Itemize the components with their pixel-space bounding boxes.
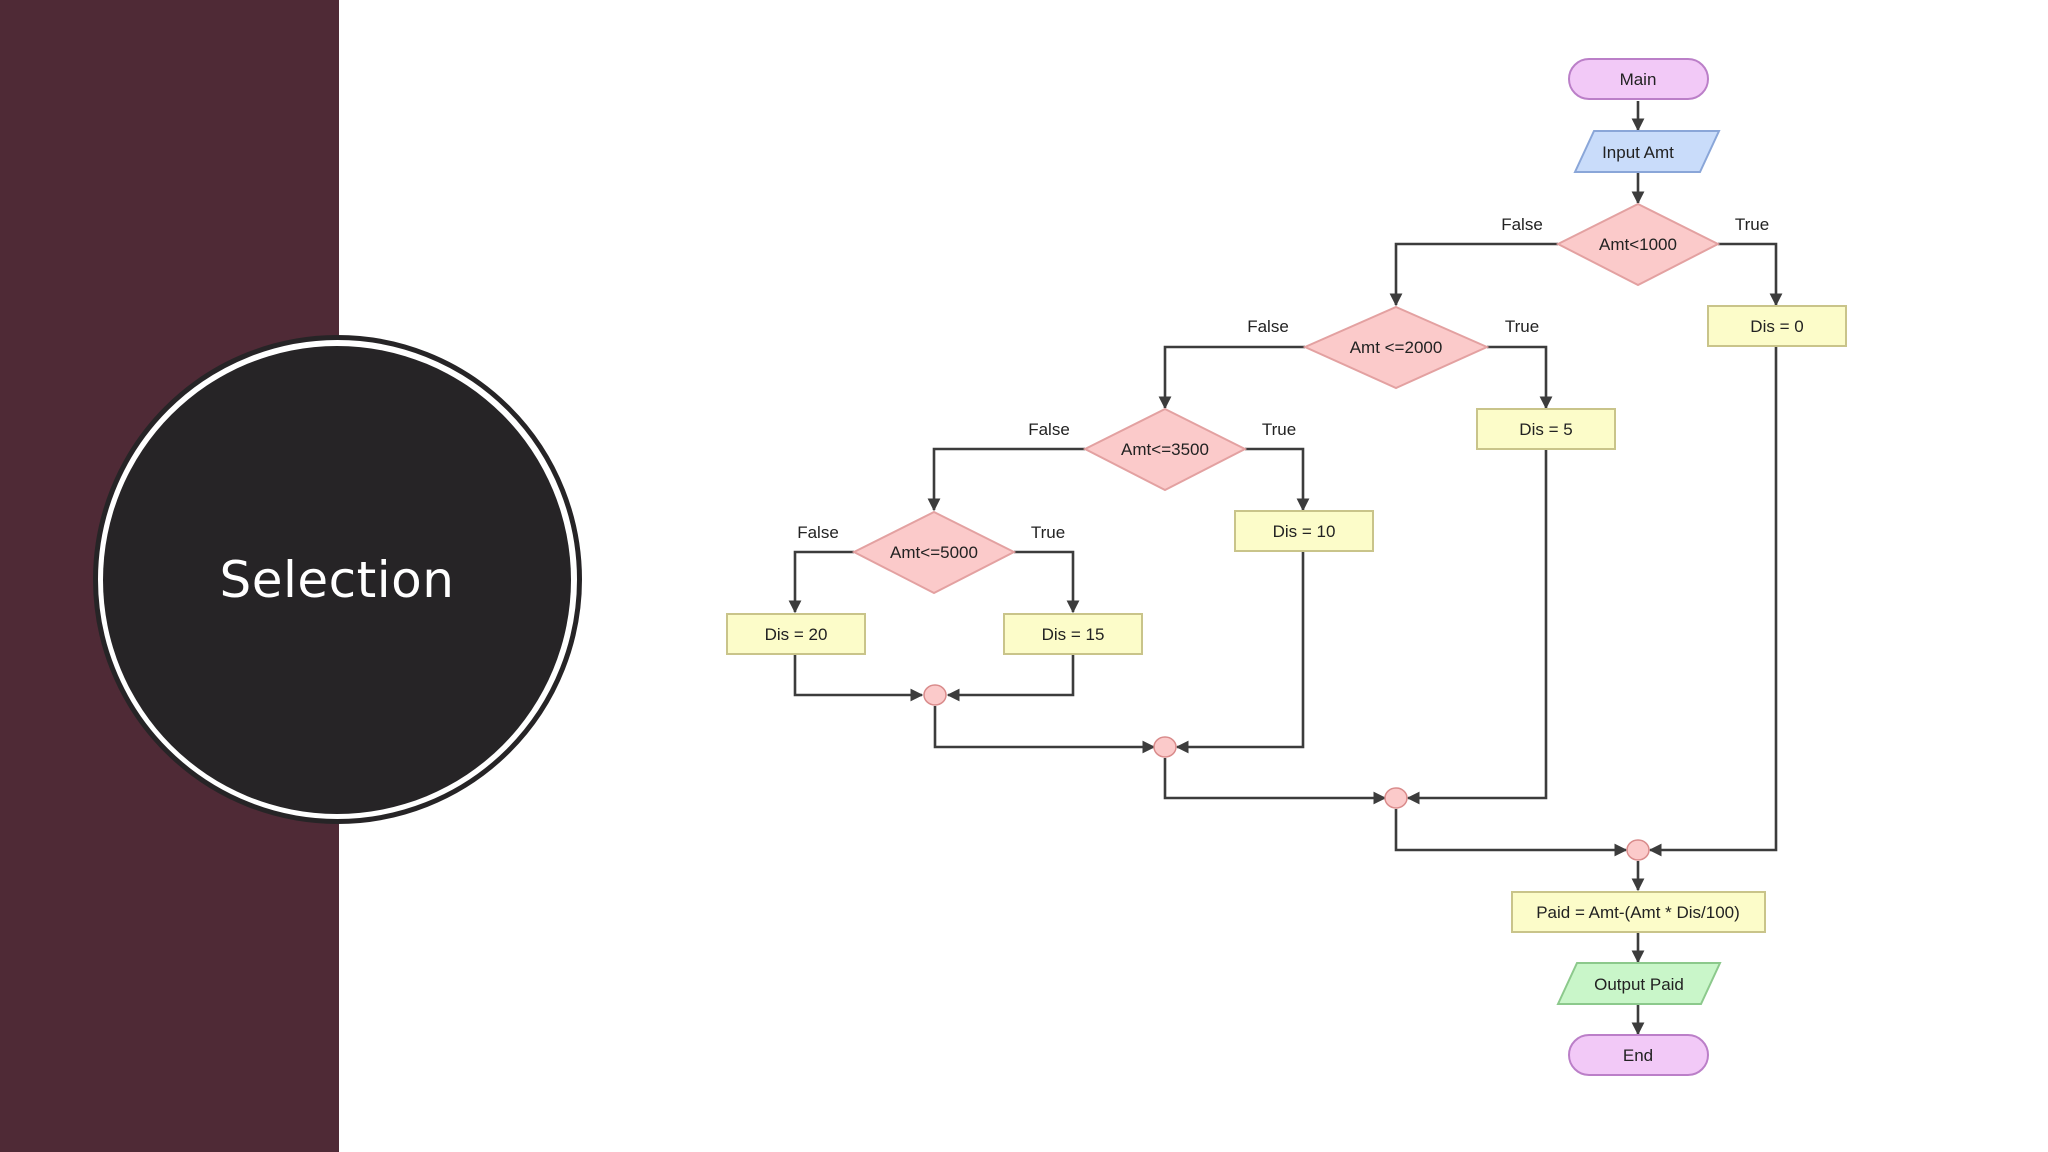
merge-connector-4	[923, 684, 947, 706]
branch-label-cond3-false: False	[1028, 420, 1070, 439]
merge-connector-2	[1384, 787, 1408, 809]
edge-cond2-true	[1487, 345, 1553, 410]
input-node-label: Input Amt	[1602, 143, 1674, 162]
decision-amt-le-5000: Amt<=5000	[851, 510, 1017, 595]
decision-amt-lt-1000: Amt<1000	[1555, 202, 1721, 287]
edge-cond3-false	[927, 447, 1085, 512]
decision-amt-le-2000-label: Amt <=2000	[1350, 338, 1443, 357]
edge-merge3-merge2	[1163, 758, 1387, 805]
decision-amt-lt-1000-label: Amt<1000	[1599, 235, 1677, 254]
edge-cond4-false	[788, 550, 854, 614]
edge-cond1-true	[1718, 242, 1783, 307]
branch-label-cond3-true: True	[1262, 420, 1296, 439]
input-node: Input Amt	[1573, 130, 1721, 173]
merge-connector-1	[1626, 839, 1650, 861]
process-dis-15-label: Dis = 15	[1042, 625, 1105, 644]
slide-title: Selection	[219, 551, 455, 609]
edge-dis15-merge4	[946, 655, 1075, 702]
edge-dis10-merge3	[1175, 552, 1305, 754]
merge-connector-3	[1153, 736, 1177, 758]
process-paid: Paid = Amt-(Amt * Dis/100)	[1511, 891, 1766, 933]
edge-merge4-merge3	[933, 706, 1156, 754]
end-terminal-label: End	[1623, 1046, 1653, 1065]
end-terminal: End	[1568, 1034, 1709, 1076]
branch-label-cond4-false: False	[797, 523, 839, 542]
title-circle: Selection	[103, 346, 571, 814]
process-dis-0: Dis = 0	[1707, 305, 1847, 347]
edge-merge2-merge1	[1394, 809, 1628, 857]
branch-label-cond1-true: True	[1735, 215, 1769, 234]
edge-cond4-true	[1014, 550, 1080, 614]
decision-amt-le-3500-label: Amt<=3500	[1121, 440, 1209, 459]
process-dis-10-label: Dis = 10	[1273, 522, 1336, 541]
edge-dis5-merge2	[1406, 450, 1548, 805]
decision-amt-le-5000-label: Amt<=5000	[890, 543, 978, 562]
process-dis-20: Dis = 20	[726, 613, 866, 655]
edge-dis20-merge4	[793, 655, 924, 702]
edges	[788, 101, 1783, 1036]
edge-cond2-false	[1158, 345, 1305, 410]
process-dis-0-label: Dis = 0	[1750, 317, 1803, 336]
branch-label-cond1-false: False	[1501, 215, 1543, 234]
start-terminal-label: Main	[1620, 70, 1657, 89]
process-dis-5: Dis = 5	[1476, 408, 1616, 450]
branch-label-cond2-false: False	[1247, 317, 1289, 336]
decision-amt-le-3500: Amt<=3500	[1082, 407, 1248, 492]
output-node: Output Paid	[1556, 962, 1722, 1005]
edge-cond3-true	[1245, 447, 1310, 512]
edge-cond1-false	[1389, 242, 1558, 307]
branch-label-cond2-true: True	[1505, 317, 1539, 336]
decision-amt-le-2000: Amt <=2000	[1302, 305, 1490, 390]
process-paid-label: Paid = Amt-(Amt * Dis/100)	[1536, 903, 1740, 922]
process-dis-15: Dis = 15	[1003, 613, 1143, 655]
process-dis-10: Dis = 10	[1234, 510, 1374, 552]
branch-label-cond4-true: True	[1031, 523, 1065, 542]
edge-dis0-merge1	[1648, 347, 1778, 857]
start-terminal: Main	[1568, 58, 1709, 100]
process-dis-5-label: Dis = 5	[1519, 420, 1572, 439]
output-node-label: Output Paid	[1594, 975, 1684, 994]
process-dis-20-label: Dis = 20	[765, 625, 828, 644]
